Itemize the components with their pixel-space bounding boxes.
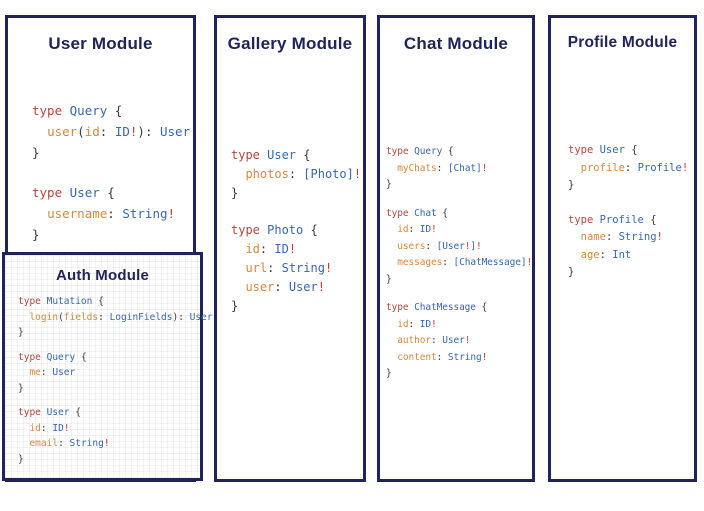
chat-module-panel: Chat Module type Query { myChats: [Chat]… — [377, 15, 535, 482]
code-line: username: String! — [47, 206, 176, 221]
code-line: type User { — [231, 148, 311, 162]
code-line: } — [18, 382, 24, 394]
code-block: type Query { user(id: ID!): User} — [32, 100, 193, 163]
code-line: } — [18, 327, 24, 338]
code-block: type ChatMessage { id: ID! author: User!… — [386, 300, 532, 383]
code-line: type Mutation { — [18, 296, 104, 307]
code-line: messages: [ChatMessage]! — [397, 257, 533, 268]
chat-module-title: Chat Module — [403, 34, 509, 53]
code-line: me: User — [29, 367, 76, 378]
code-line: type Query { — [386, 146, 454, 157]
code-block: type Chat { id: ID! users: [User!]! mess… — [386, 206, 532, 289]
code-line: author: User! — [397, 335, 471, 346]
code-line: myChats: [Chat]! — [397, 162, 488, 174]
code-block: type User { photos: [Photo]!} — [231, 146, 363, 203]
code-block: type Profile { name: String! age: Int} — [568, 212, 694, 282]
code-block: type Query { me: User} — [18, 350, 200, 397]
gallery-module-panel: Gallery Module type User { photos: [Phot… — [214, 15, 366, 482]
code-line: type User { — [568, 144, 638, 156]
profile-module-code: type User { profile: Profile!}type Profi… — [551, 52, 694, 282]
code-line: type ChatMessage { — [386, 302, 488, 313]
gallery-module-code: type User { photos: [Photo]!}type Photo … — [217, 54, 363, 316]
code-line: type Profile { — [568, 213, 657, 226]
code-line: } — [568, 179, 575, 191]
code-line: type User { — [18, 407, 81, 418]
code-line: user: User! — [245, 280, 325, 294]
code-line: email: String! — [29, 438, 110, 449]
code-line: users: [User!]! — [397, 240, 482, 252]
code-line: type User { — [32, 185, 115, 200]
code-line: content: String! — [397, 351, 488, 363]
auth-module-panel: Auth Module type Mutation { login(fields… — [2, 252, 213, 481]
code-line: url: String! — [245, 261, 333, 275]
code-line: login(fields: LoginFields): User — [29, 311, 213, 323]
code-line: id: ID! — [245, 242, 297, 256]
gallery-module-title: Gallery Module — [227, 34, 353, 53]
code-block: type Photo { id: ID! url: String! user: … — [231, 221, 363, 316]
code-block: type Mutation { login(fields: LoginField… — [18, 294, 213, 341]
code-line: } — [386, 179, 392, 190]
auth-module-title: Auth Module — [55, 267, 149, 284]
code-line: age: Int — [580, 248, 632, 261]
code-line: } — [568, 266, 575, 278]
code-line: } — [32, 227, 40, 242]
code-block: type Query { myChats: [Chat]!} — [386, 144, 532, 194]
code-line: id: ID! — [397, 224, 437, 235]
chat-module-code: type Query { myChats: [Chat]!}type Chat … — [380, 54, 532, 383]
code-line: id: ID! — [397, 318, 437, 330]
code-line: id: ID! — [29, 422, 70, 434]
profile-module-title: Profile Module — [567, 34, 678, 51]
code-line: type Chat { — [386, 207, 448, 219]
code-line: type Query { — [18, 351, 87, 363]
code-block: type User { profile: Profile!} — [568, 142, 694, 195]
user-module-title: User Module — [48, 34, 153, 53]
code-line: } — [386, 368, 392, 379]
code-line: } — [231, 186, 239, 200]
code-line: type Photo { — [231, 223, 318, 237]
auth-module-code: type Mutation { login(fields: LoginField… — [5, 284, 213, 467]
code-line: } — [18, 453, 24, 465]
code-line: } — [386, 273, 392, 285]
code-line: profile: Profile! — [580, 161, 689, 174]
code-line: name: String! — [580, 231, 663, 243]
code-line: } — [32, 145, 40, 160]
code-block: type User { id: ID! email: String!} — [18, 405, 200, 467]
code-line: user(id: ID!): User — [47, 124, 191, 139]
code-line: } — [231, 299, 239, 313]
code-line: type Query { — [32, 103, 123, 118]
code-line: photos: [Photo]! — [245, 167, 362, 181]
code-block: type User { username: String!} — [32, 182, 193, 245]
profile-module-panel: Profile Module type User { profile: Prof… — [548, 15, 697, 482]
user-module-code: type Query { user(id: ID!): User}type Us… — [8, 54, 193, 245]
